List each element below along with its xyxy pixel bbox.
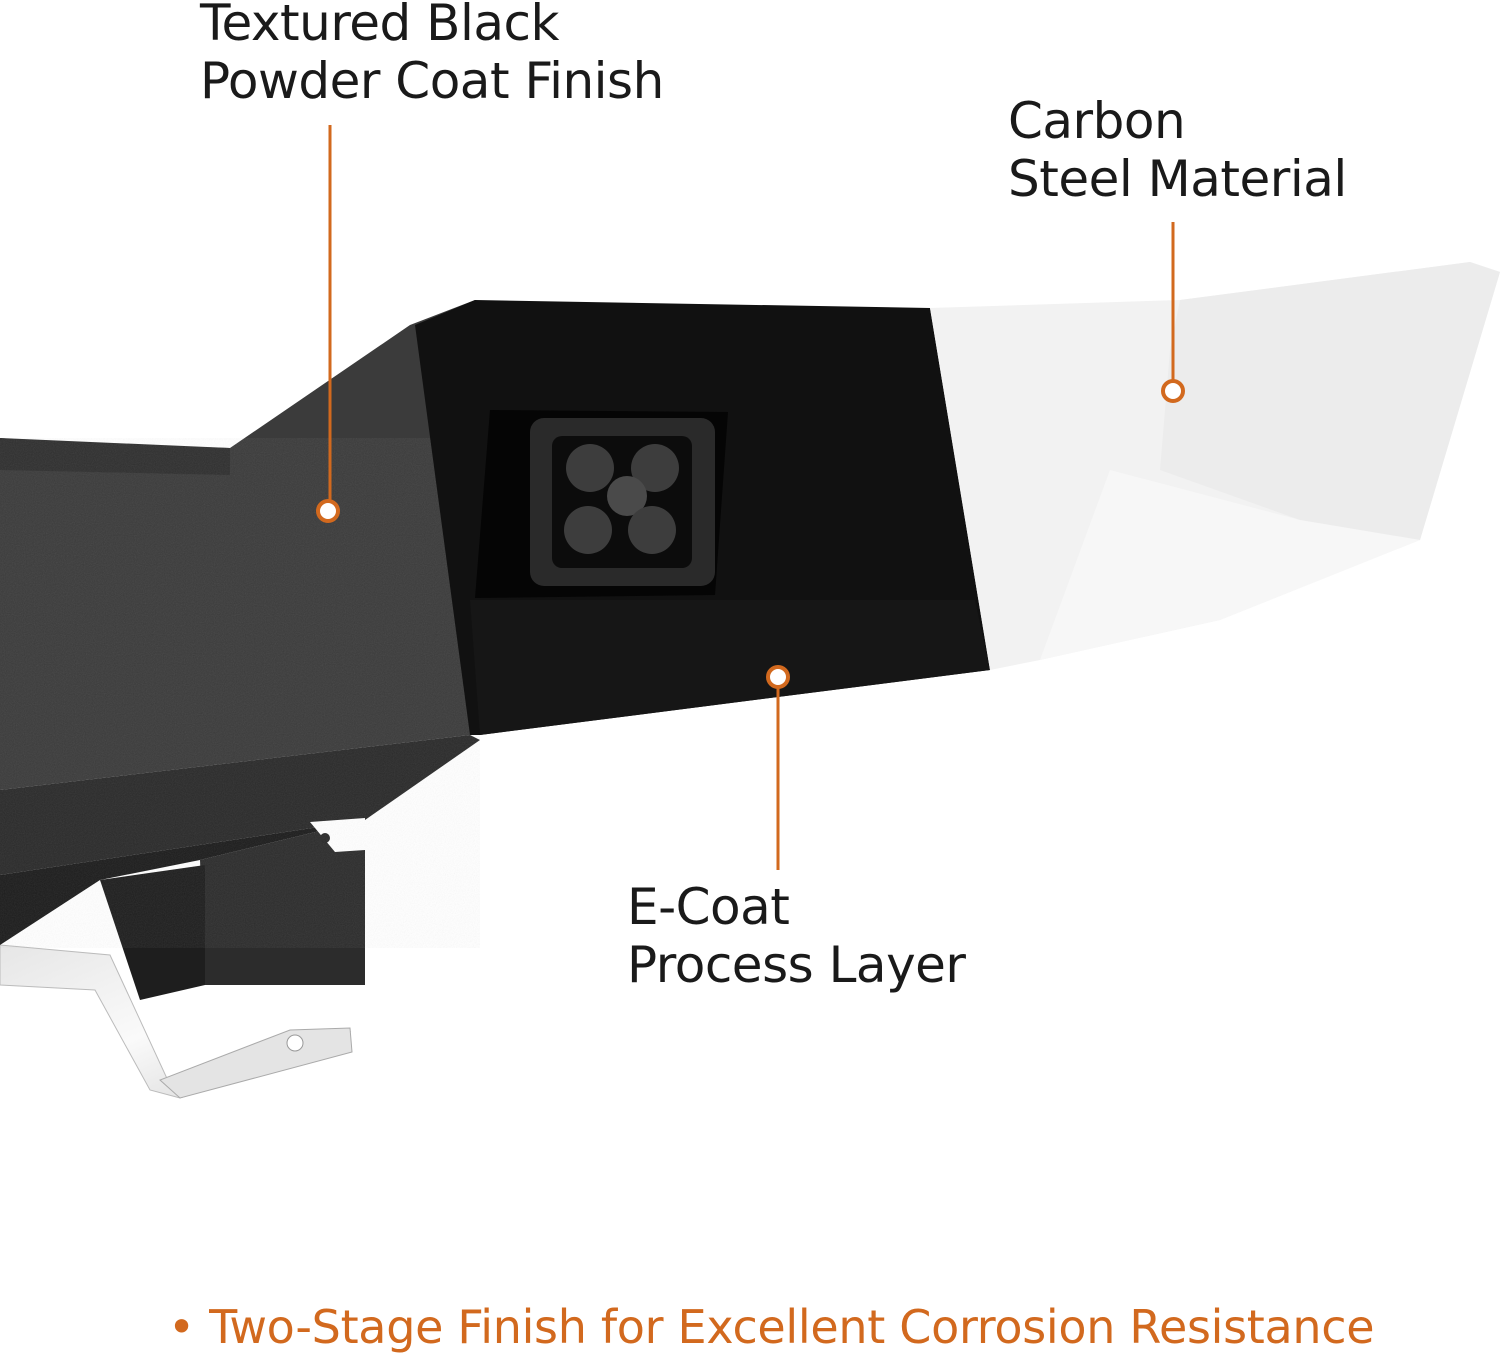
callout-dot-ecoat <box>766 665 790 689</box>
callout-text: E-Coat <box>627 878 790 936</box>
led-pod-light <box>475 410 728 598</box>
callout-ecoat: E-Coat Process Layer <box>627 878 966 994</box>
callout-dot-carbon-steel <box>1161 379 1185 403</box>
footer-tagline: • Two-Stage Finish for Excellent Corrosi… <box>168 1300 1375 1354</box>
callout-text: Powder Coat Finish <box>200 52 664 110</box>
callout-text: Carbon <box>1008 92 1186 150</box>
footer-text: Two-Stage Finish for Excellent Corrosion… <box>209 1300 1375 1354</box>
callout-powder-coat: Textured Black Powder Coat Finish <box>200 0 664 110</box>
callout-text: Steel Material <box>1008 150 1347 208</box>
callout-dot-powder-coat <box>316 499 340 523</box>
callout-carbon-steel: Carbon Steel Material <box>1008 92 1347 208</box>
callout-text: Textured Black <box>200 0 559 52</box>
mount-tab <box>159 1027 353 1099</box>
callout-text: Process Layer <box>627 936 966 994</box>
bullet-icon: • <box>168 1300 195 1354</box>
